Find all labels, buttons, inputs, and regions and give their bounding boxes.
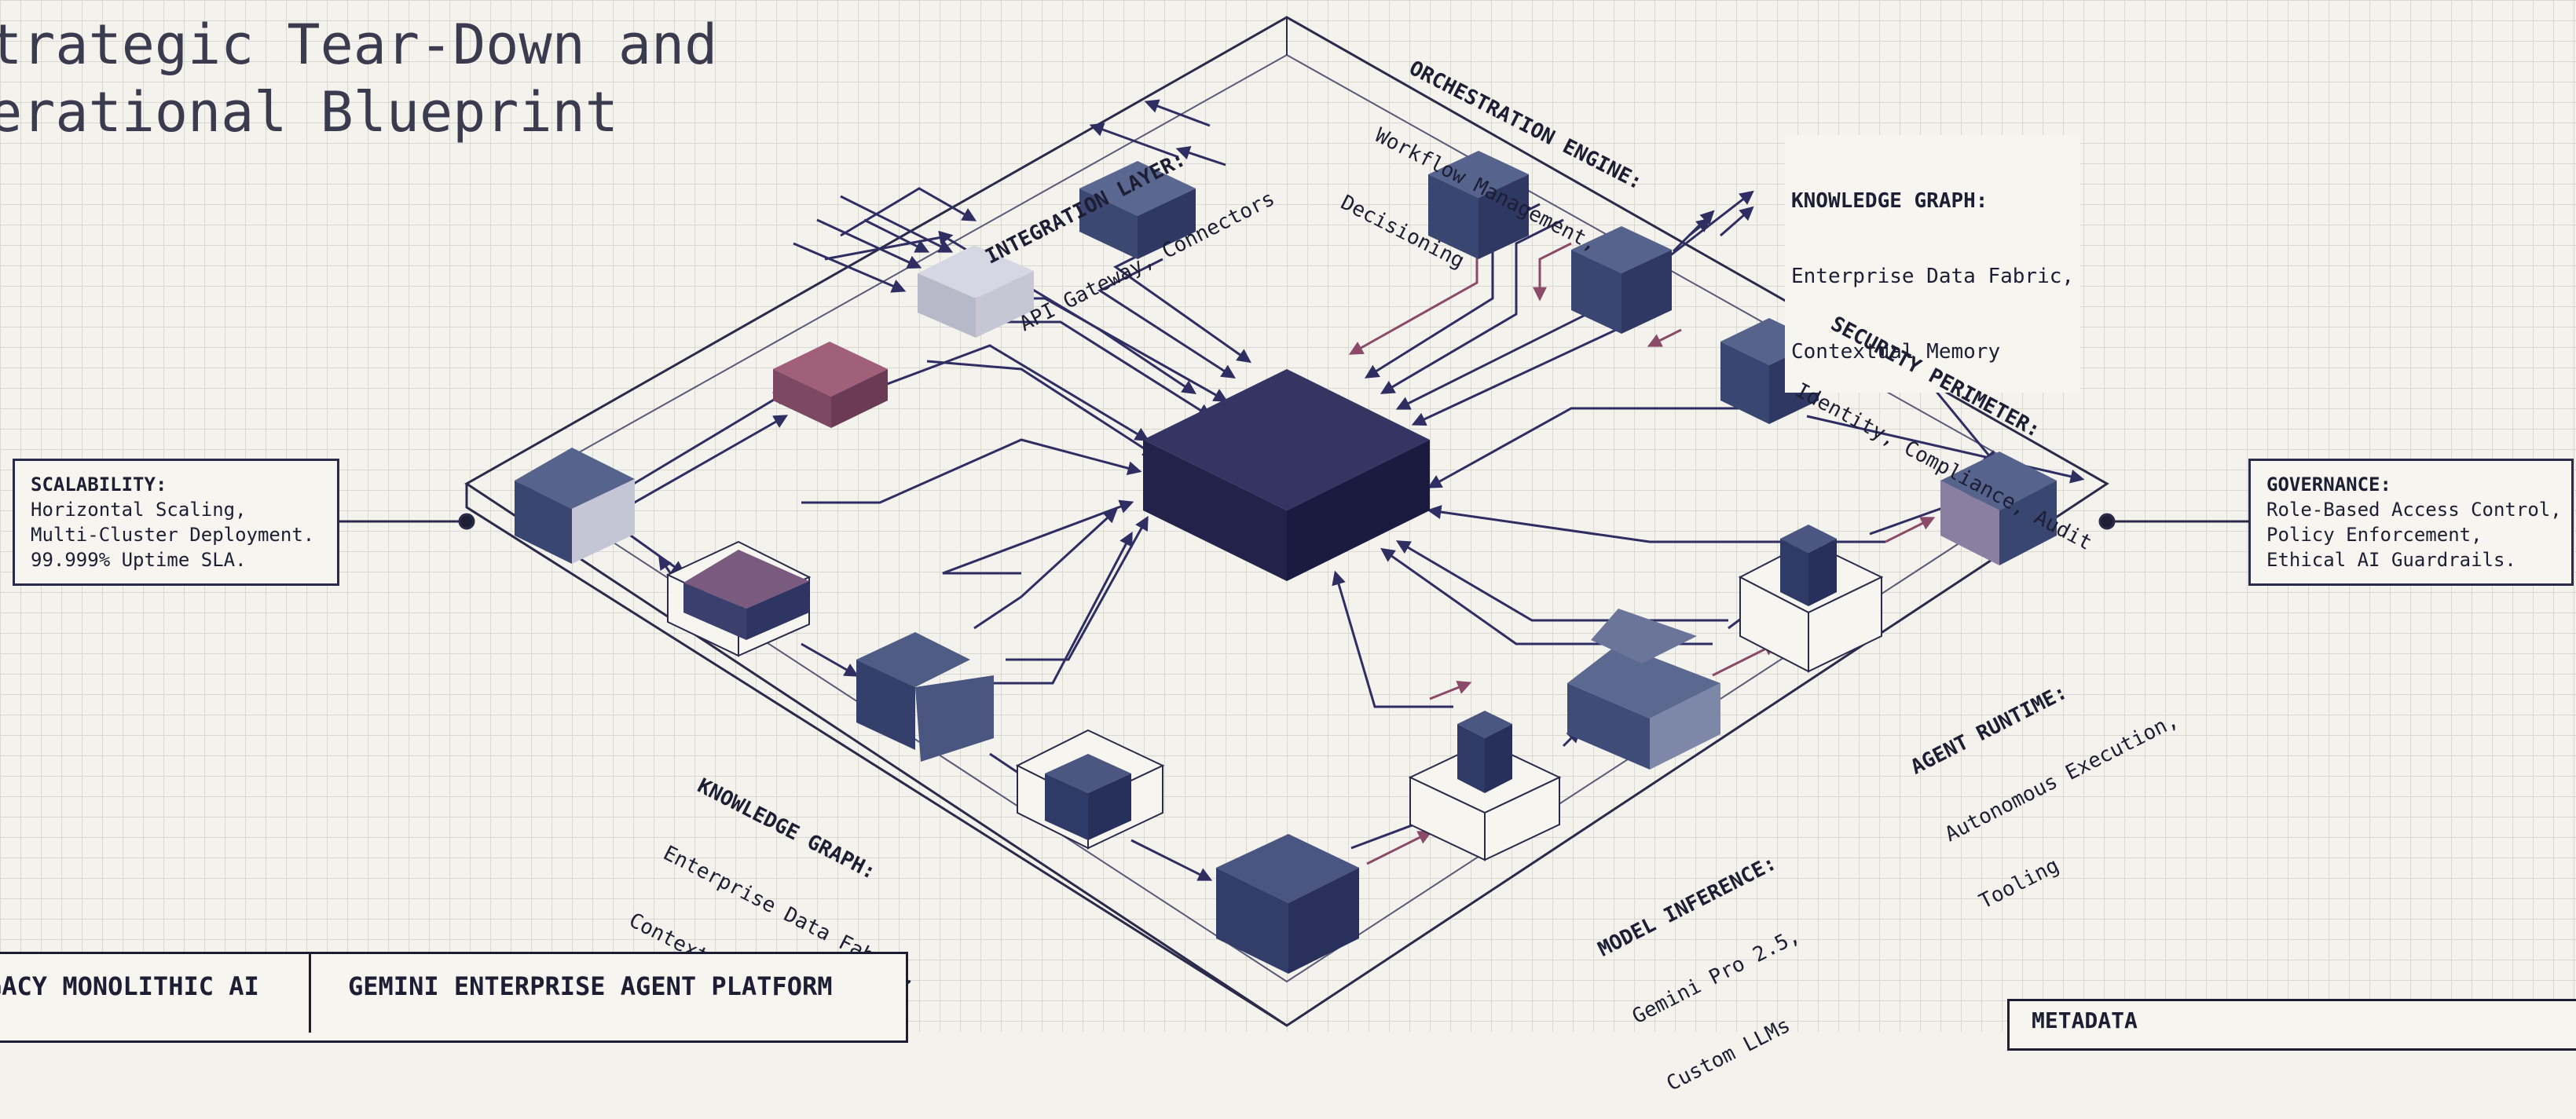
component-cubes bbox=[0, 0, 2576, 1032]
table-header-legacy: GACY MONOLITHIC AI bbox=[0, 971, 259, 1001]
table-header-gemini: GEMINI ENTERPRISE AGENT PLATFORM bbox=[348, 971, 833, 1001]
central-hub bbox=[1143, 369, 1430, 581]
connector-block bbox=[773, 342, 888, 428]
inference-cube bbox=[1216, 834, 1359, 974]
cluster-block bbox=[668, 542, 809, 656]
scalability-callout: SCALABILITY: Horizontal Scaling, Multi-C… bbox=[13, 459, 339, 586]
runtime-tower bbox=[1740, 525, 1882, 671]
storage-cube bbox=[856, 632, 994, 762]
metadata-label: METADATA bbox=[2032, 1007, 2138, 1033]
comparison-table: GACY MONOLITHIC AI GEMINI ENTERPRISE AGE… bbox=[0, 952, 908, 1043]
agent-runtime-block bbox=[1567, 609, 1720, 770]
knowledge-cube bbox=[1017, 730, 1163, 848]
scalability-cube bbox=[515, 448, 635, 564]
metadata-panel: METADATA bbox=[2007, 999, 2576, 1051]
model-tower bbox=[1410, 711, 1559, 860]
governance-callout: GOVERNANCE: Role-Based Access Control, P… bbox=[2248, 459, 2574, 586]
table-col-legacy: GACY MONOLITHIC AI bbox=[0, 954, 311, 1033]
